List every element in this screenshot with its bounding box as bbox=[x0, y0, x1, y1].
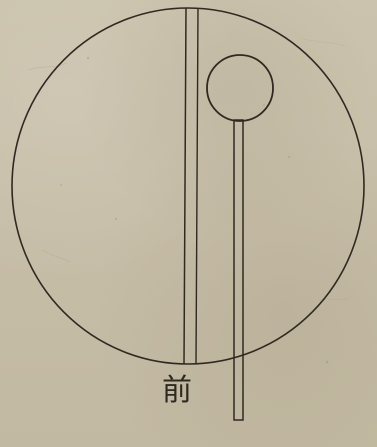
vertical-rod-right-line bbox=[196, 8, 198, 364]
direction-label: 前 bbox=[160, 376, 194, 406]
small-circle-stem bbox=[234, 120, 243, 420]
small-circle bbox=[207, 55, 273, 121]
paper-texture bbox=[28, 38, 350, 363]
vertical-rod-left-line bbox=[184, 8, 186, 364]
outer-circle bbox=[12, 8, 364, 364]
